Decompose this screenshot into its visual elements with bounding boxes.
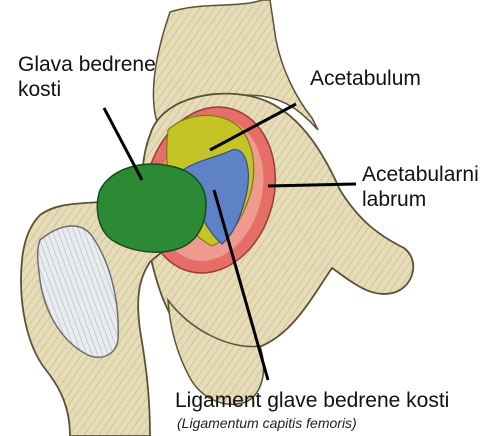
label-ligament-latin: (Ligamentum capitis femoris) [177,414,357,432]
label-ligament: Ligament glave bedrene kosti [175,388,449,413]
label-acetabular-labrum: Acetabularni labrum [362,162,502,212]
label-acetabulum: Acetabulum [310,66,421,91]
femoral-head [97,164,206,252]
label-femoral-head: Glava bedrene kosti [18,52,188,102]
pointer-line-labrum [268,184,356,186]
